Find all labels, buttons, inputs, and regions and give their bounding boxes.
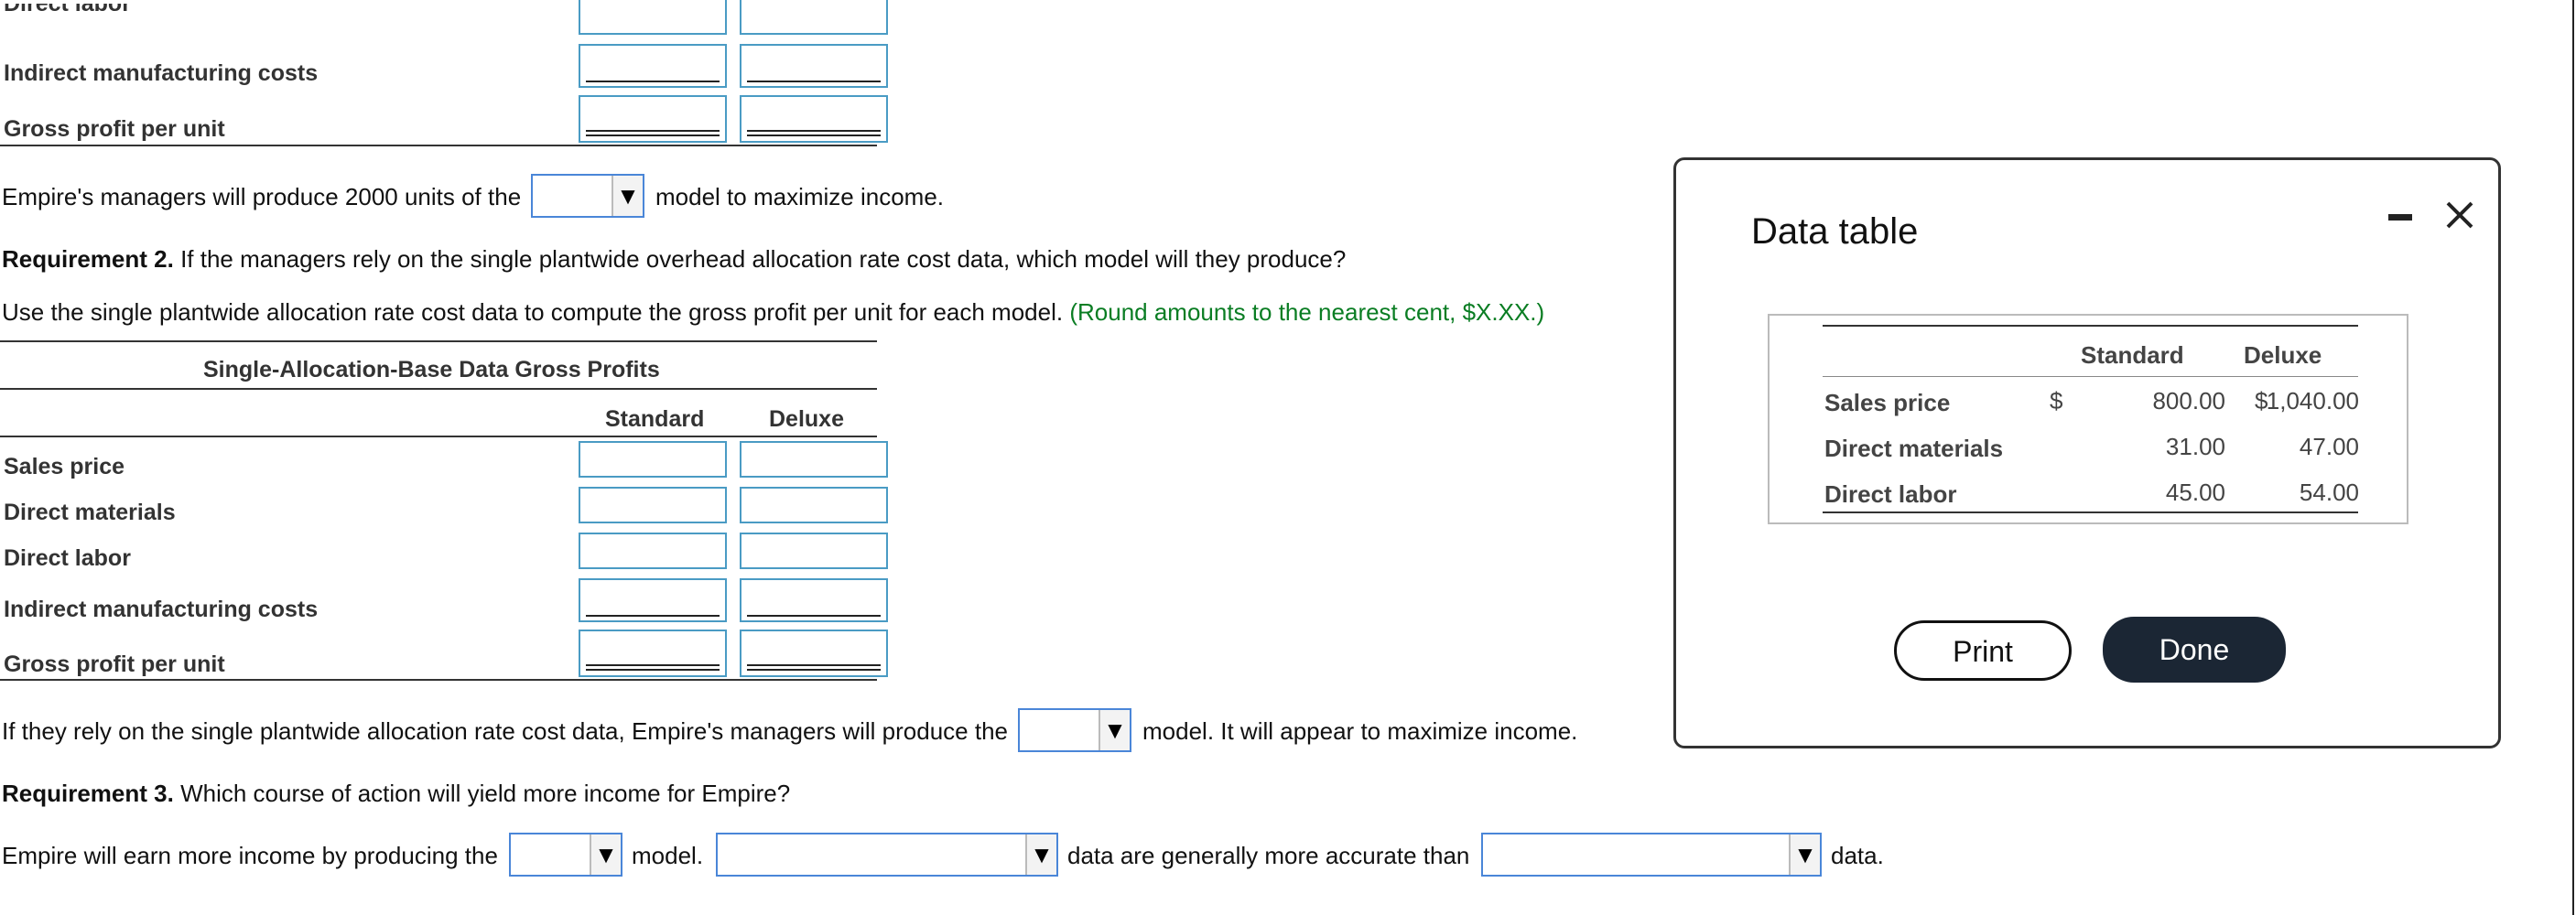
done-button[interactable]: Done xyxy=(2103,617,2286,683)
data-row-label-sales-price: Sales price xyxy=(1824,389,1951,416)
top-standard-indirect-input[interactable] xyxy=(579,44,727,88)
row-label-gross-profit: Gross profit per unit xyxy=(4,116,225,142)
deluxe-direct-labor-input[interactable] xyxy=(740,533,888,569)
req3-less-accurate-data-dropdown[interactable]: ▼ xyxy=(1481,833,1822,877)
data-direct-materials-standard: 31.00 xyxy=(2165,433,2225,460)
minimize-icon[interactable] xyxy=(2385,202,2416,233)
single-table-bottom-rule xyxy=(0,679,877,681)
deluxe-gross-profit-input[interactable] xyxy=(740,630,888,677)
data-row-label-direct-materials: Direct materials xyxy=(1824,435,2004,462)
row-label-sales-price: Sales price xyxy=(4,454,125,479)
req2-sentence-before: If they rely on the single plantwide all… xyxy=(2,717,1008,745)
chevron-down-icon: ▼ xyxy=(590,834,621,875)
single-table-title-rule xyxy=(0,388,877,390)
req2-instruction-text: Use the single plantwide allocation rate… xyxy=(2,298,1064,326)
data-col-header-deluxe: Deluxe xyxy=(2244,341,2322,369)
row-label-gross-profit-per-unit: Gross profit per unit xyxy=(4,651,225,677)
req3-heading: Requirement 3. xyxy=(2,780,174,807)
single-table-title: Single-Allocation-Base Data Gross Profit… xyxy=(203,357,660,382)
req2-model-dropdown[interactable]: ▼ xyxy=(1018,708,1131,752)
top-deluxe-direct-labor-input[interactable] xyxy=(740,0,888,35)
req1-model-dropdown[interactable]: ▼ xyxy=(531,174,644,218)
req2-heading: Requirement 2. xyxy=(2,245,174,273)
req2-sentence-after: model. It will appear to maximize income… xyxy=(1142,717,1578,745)
row-label-direct-materials: Direct materials xyxy=(4,500,176,525)
print-button[interactable]: Print xyxy=(1894,620,2072,681)
row-label-indirect-manufacturing: Indirect manufacturing costs xyxy=(4,597,319,622)
chevron-down-icon: ▼ xyxy=(1789,834,1820,875)
data-direct-materials-deluxe: 47.00 xyxy=(2299,433,2359,460)
top-deluxe-gross-profit-input[interactable] xyxy=(740,95,888,143)
data-row-label-direct-labor: Direct labor xyxy=(1824,480,1957,508)
req3-sentence-part4: data. xyxy=(1831,842,1884,869)
chevron-down-icon: ▼ xyxy=(1025,834,1056,875)
req1-text-after: model to maximize income. xyxy=(655,183,944,210)
rounding-hint: (Round amounts to the nearest cent, $X.X… xyxy=(1069,298,1545,326)
data-sales-price-standard: 800.00 xyxy=(2152,387,2225,414)
req3-sentence-part3: data are generally more accurate than xyxy=(1067,842,1470,869)
row-label-indirect: Indirect manufacturing costs xyxy=(4,60,319,86)
req3-sentence-part2: model. xyxy=(632,842,704,869)
data-table-frame: Standard Deluxe Sales price $ 800.00 $ 1… xyxy=(1768,314,2408,524)
deluxe-direct-materials-input[interactable] xyxy=(740,487,888,523)
req3-sentence-part1: Empire will earn more income by producin… xyxy=(2,842,498,869)
req1-text-before: Empire's managers will produce 2000 unit… xyxy=(2,183,522,210)
single-table-header-rule xyxy=(0,436,877,437)
standard-indirect-input[interactable] xyxy=(579,578,727,622)
top-standard-direct-labor-input[interactable] xyxy=(579,0,727,35)
standard-sales-price-input[interactable] xyxy=(579,441,727,478)
top-standard-gross-profit-input[interactable] xyxy=(579,95,727,143)
chevron-down-icon: ▼ xyxy=(1099,710,1130,750)
req3-question-text: Which course of action will yield more i… xyxy=(180,780,791,807)
data-direct-labor-standard: 45.00 xyxy=(2165,479,2225,506)
chevron-down-icon: ▼ xyxy=(612,176,643,216)
col-header-standard: Standard xyxy=(605,406,705,432)
col-header-deluxe: Deluxe xyxy=(769,406,844,432)
row-label-direct-labor-partial: Direct labor xyxy=(4,4,131,16)
standard-direct-labor-input[interactable] xyxy=(579,533,727,569)
window-edge xyxy=(2572,0,2574,915)
data-col-header-standard: Standard xyxy=(2081,341,2184,369)
req3-question: Requirement 3. Which course of action wi… xyxy=(2,780,790,808)
single-table-top-rule xyxy=(0,340,877,342)
req2-instruction: Use the single plantwide allocation rate… xyxy=(2,298,1544,327)
standard-gross-profit-input[interactable] xyxy=(579,630,727,677)
deluxe-sales-price-input[interactable] xyxy=(740,441,888,478)
req3-accurate-data-dropdown[interactable]: ▼ xyxy=(716,833,1058,877)
data-table-modal: Data table Standard Deluxe Sales price $… xyxy=(1673,157,2501,748)
row-label-direct-labor: Direct labor xyxy=(4,545,131,571)
data-currency-deluxe: $ xyxy=(2255,387,2268,414)
req3-model-dropdown[interactable]: ▼ xyxy=(509,833,622,877)
data-table-bottom-rule xyxy=(1823,511,2358,513)
data-sales-price-deluxe: 1,040.00 xyxy=(2266,387,2359,414)
top-deluxe-indirect-input[interactable] xyxy=(740,44,888,88)
data-table-header-rule xyxy=(1823,376,2358,377)
data-currency-standard: $ xyxy=(2050,387,2063,414)
modal-title: Data table xyxy=(1751,211,1919,252)
close-icon[interactable] xyxy=(2441,197,2478,233)
data-table-top-rule xyxy=(1823,325,2358,327)
data-direct-labor-deluxe: 54.00 xyxy=(2299,479,2359,506)
req2-question-text: If the managers rely on the single plant… xyxy=(180,245,1347,273)
req2-question: Requirement 2. If the managers rely on t… xyxy=(2,245,1346,274)
top-table-bottom-rule xyxy=(0,145,877,146)
standard-direct-materials-input[interactable] xyxy=(579,487,727,523)
deluxe-indirect-input[interactable] xyxy=(740,578,888,622)
